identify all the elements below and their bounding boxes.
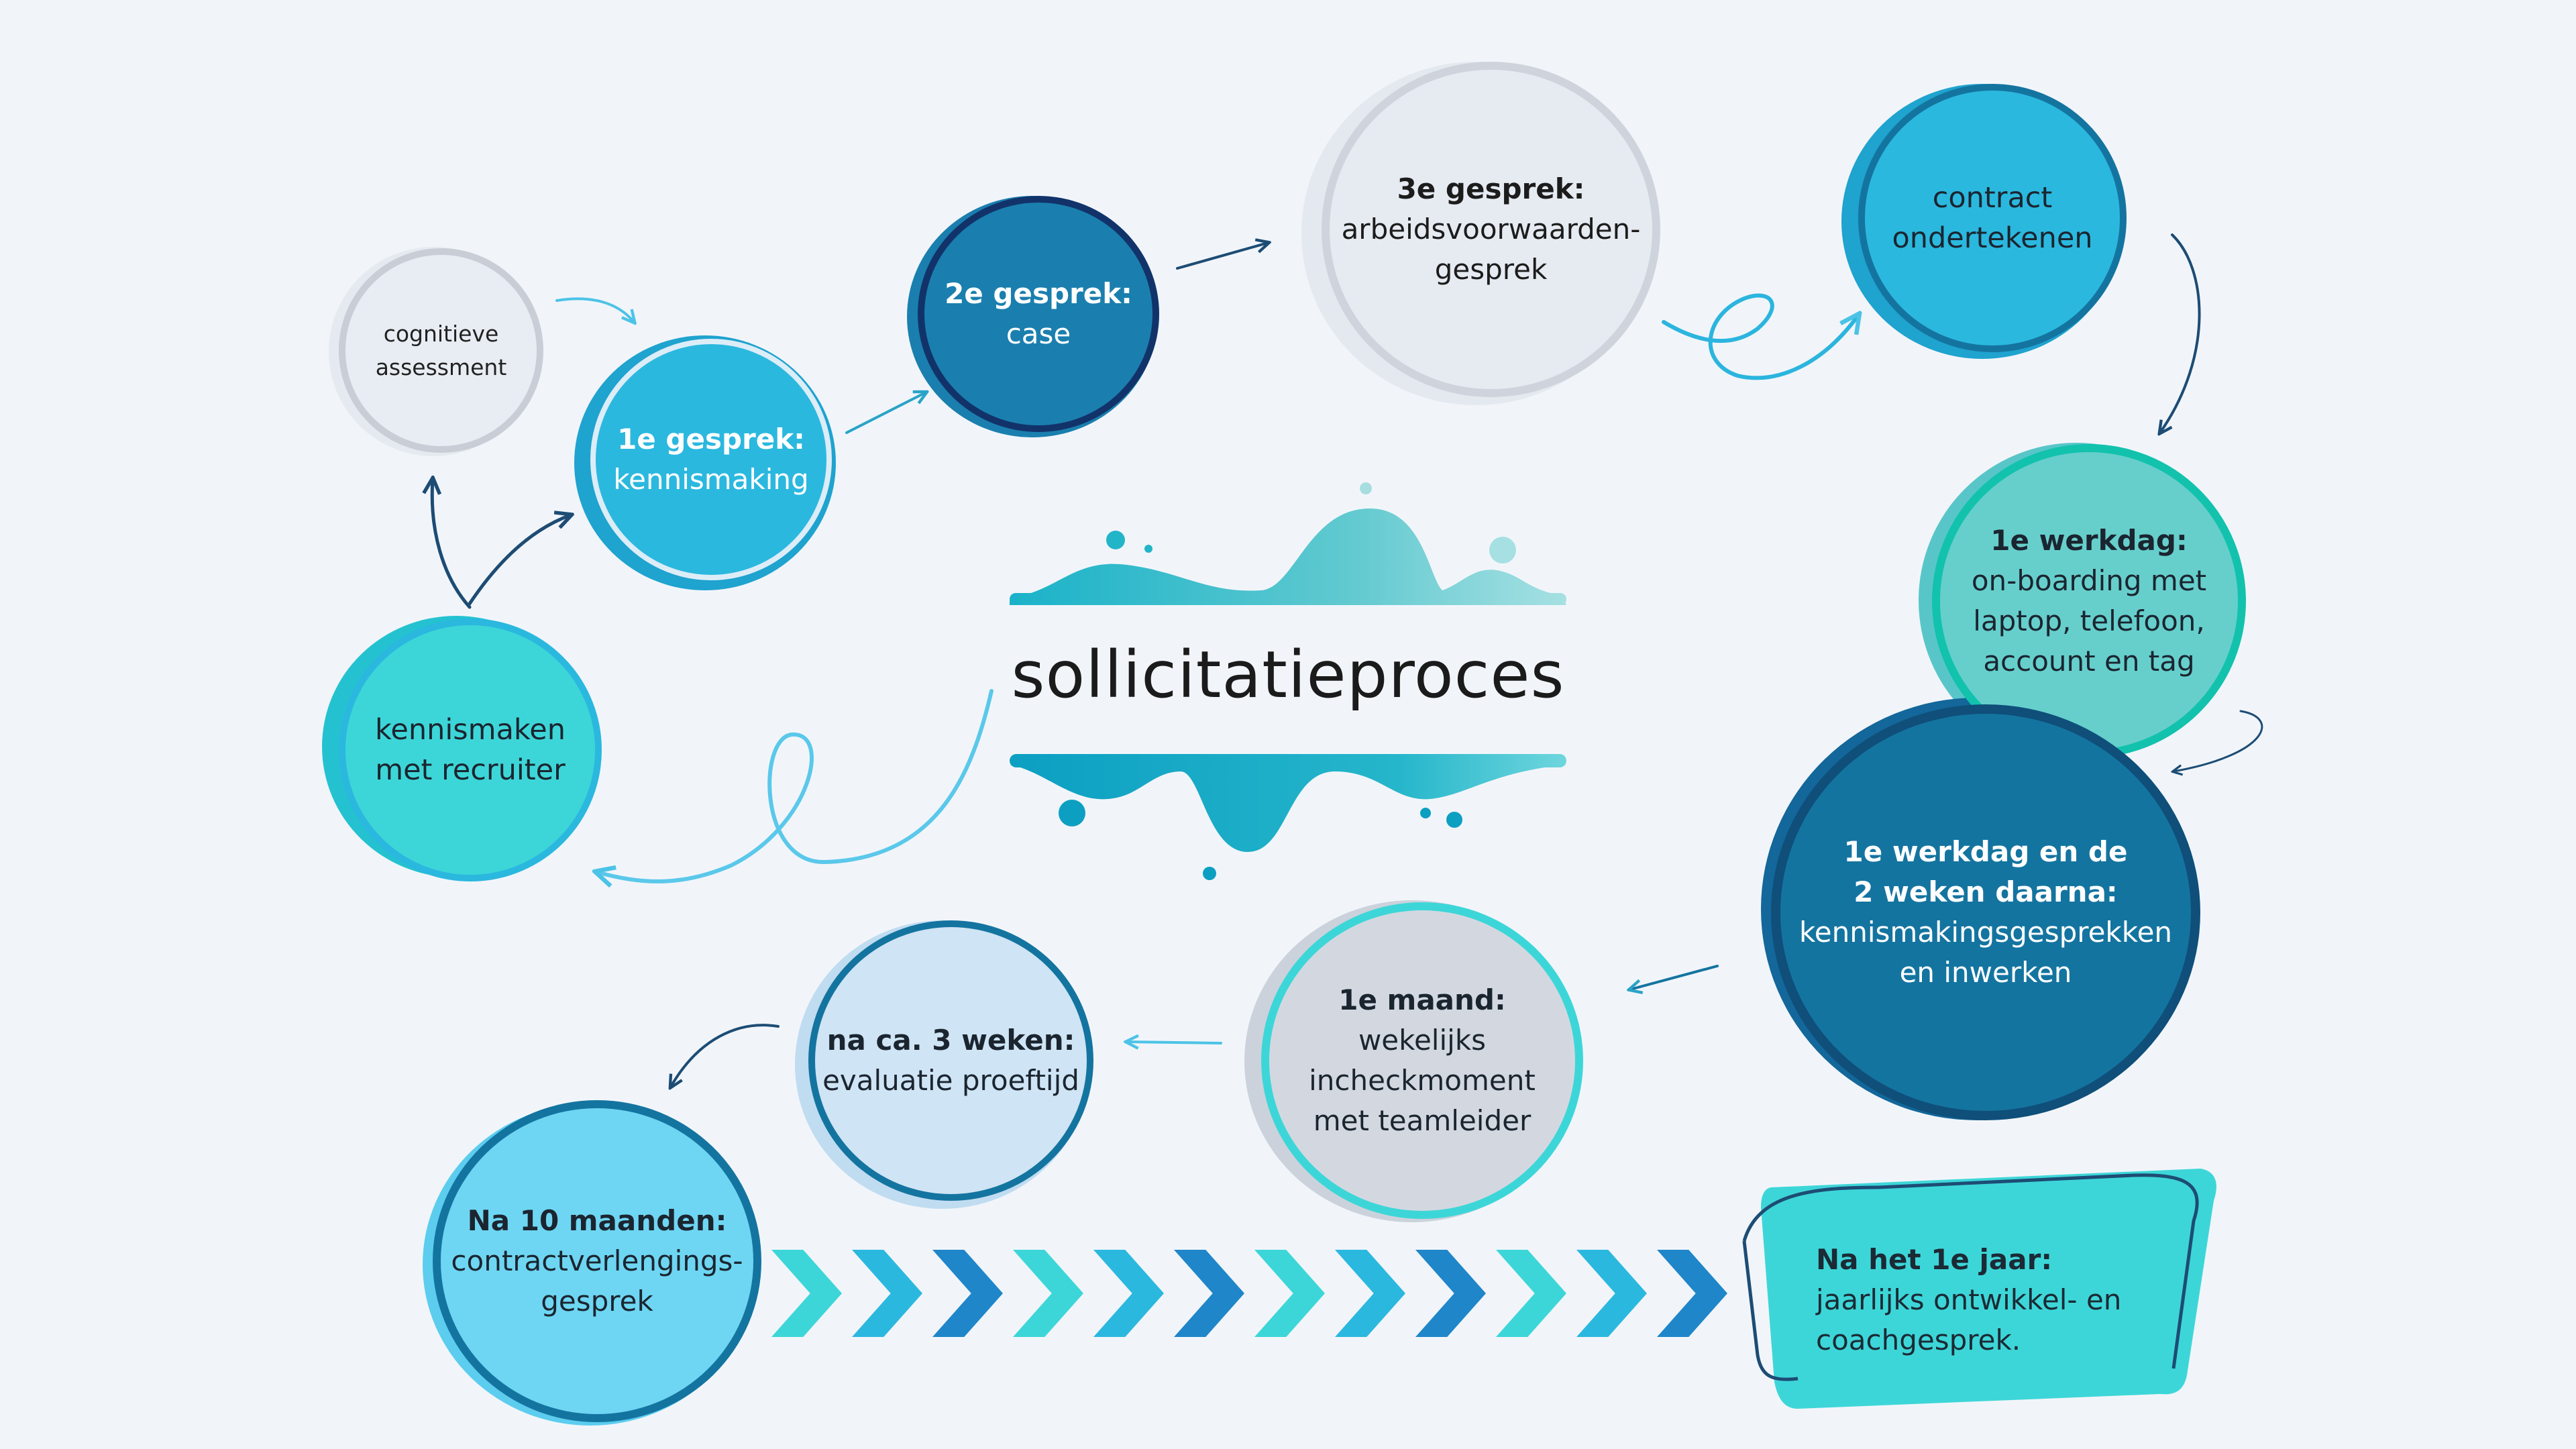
arrow-third-to-contract — [1662, 293, 1858, 380]
step-cognitive-assessment: cognitieve assessment — [339, 248, 543, 453]
arrow-first-to-second — [845, 392, 926, 434]
chevron-11 — [1576, 1250, 1647, 1337]
arrow-first-weeks-to-first-month — [1630, 965, 1719, 989]
chevron-10 — [1496, 1250, 1566, 1337]
chevron-8 — [1335, 1250, 1405, 1337]
step-first-year-body: jaarlijks ontwikkel- en coachgesprek. — [1816, 1283, 2122, 1356]
step-first-month: 1e maand: wekelijks incheckmoment met te… — [1261, 902, 1583, 1219]
chevron-9 — [1415, 1250, 1486, 1337]
step-first-interview: 1e gesprek: kennismaking — [590, 339, 832, 580]
step-first-weeks-body: kennismakingsgesprekken en inwerken — [1799, 916, 2173, 989]
step-first-month-title: 1e maand: — [1338, 983, 1506, 1016]
chevron-5 — [1093, 1250, 1164, 1337]
step-three-weeks-title: na ca. 3 weken: — [826, 1024, 1075, 1057]
step-first-month-body: wekelijks incheckmoment met teamleider — [1309, 1024, 1536, 1137]
step-first-day-body: on-boarding met laptop, telefoon, accoun… — [1971, 564, 2207, 678]
step-third-interview-title: 3e gesprek: — [1397, 172, 1585, 205]
step-cognitive-body: cognitieve assessment — [375, 320, 507, 380]
arrow-first-day-to-first-weeks — [2174, 710, 2263, 771]
chevron-2 — [852, 1250, 922, 1337]
title-decoration — [1010, 482, 1566, 880]
step-recruiter: kennismaken met recruiter — [339, 619, 602, 881]
step-second-interview-body: case — [1006, 317, 1071, 350]
step-first-weeks: 1e werkdag en de 2 weken daarna: kennism… — [1771, 704, 2200, 1120]
arrow-first-month-to-three-weeks — [1127, 1042, 1222, 1043]
step-three-weeks-body: evaluatie proeftijd — [822, 1064, 1079, 1097]
arrow-contract-to-first-day — [2160, 233, 2201, 433]
step-second-interview: 2e gesprek: case — [918, 196, 1159, 432]
step-ten-months: Na 10 maanden: contractverlengings- gesp… — [433, 1100, 761, 1422]
final-box-shape — [1742, 1169, 2216, 1409]
arrow-recruiter-to-cognitive — [432, 480, 472, 609]
chevron-timeline — [771, 1250, 1727, 1337]
chevron-7 — [1254, 1250, 1325, 1337]
chevron-1 — [771, 1250, 842, 1337]
step-three-weeks: na ca. 3 weken: evaluatie proeftijd — [808, 920, 1093, 1201]
step-second-interview-title: 2e gesprek: — [945, 277, 1132, 310]
step-ten-months-body: contractverlengings- gesprek — [451, 1244, 743, 1318]
chevron-12 — [1657, 1250, 1727, 1337]
step-third-interview-body: arbeidsvoorwaarden- gesprek — [1341, 213, 1641, 286]
step-ten-months-title: Na 10 maanden: — [467, 1204, 727, 1237]
arrow-title-to-recruiter — [597, 689, 994, 881]
step-contract: contract ondertekenen — [1858, 84, 2127, 352]
arrow-cognitive-to-first-interview — [555, 297, 634, 322]
step-first-year-title: Na het 1e jaar: — [1816, 1243, 2053, 1276]
arrow-recruiter-to-first-interview — [468, 515, 570, 606]
step-first-interview-body: kennismaking — [613, 463, 809, 496]
arrow-three-weeks-to-ten-months — [671, 1024, 780, 1087]
step-first-year: Na het 1e jaar: jaarlijks ontwikkel- en … — [1781, 1187, 2217, 1409]
chevron-4 — [1013, 1250, 1083, 1337]
step-third-interview: 3e gesprek: arbeidsvoorwaarden- gesprek — [1322, 62, 1660, 397]
chevron-3 — [932, 1250, 1003, 1337]
step-recruiter-body: kennismaken met recruiter — [375, 713, 566, 787]
diagram-title: sollicitatieproces — [1011, 637, 1565, 712]
step-contract-body: contract ondertekenen — [1892, 181, 2093, 255]
connector-arrows — [432, 233, 2263, 1087]
step-first-interview-title: 1e gesprek: — [617, 423, 805, 455]
arrow-second-to-third — [1176, 243, 1268, 270]
step-first-day-title: 1e werkdag: — [1990, 524, 2188, 557]
chevron-6 — [1174, 1250, 1244, 1337]
step-first-weeks-title: 1e werkdag en de 2 weken daarna: — [1843, 835, 2128, 908]
